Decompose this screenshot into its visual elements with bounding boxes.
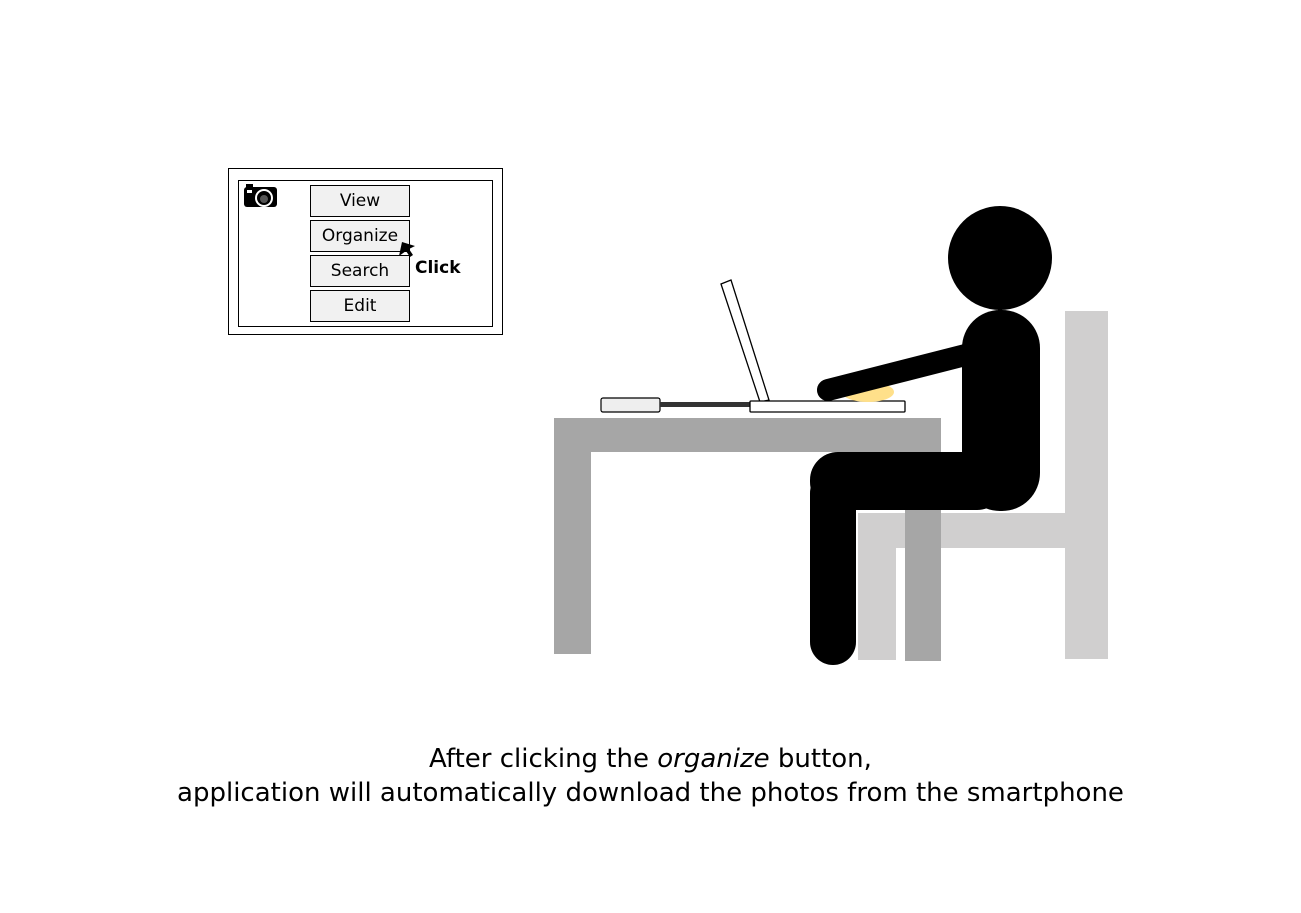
laptop	[720, 279, 906, 413]
caption-line-2: application will automatically download …	[177, 778, 1124, 808]
view-button[interactable]: View	[310, 185, 410, 217]
smartphone	[600, 397, 661, 413]
app-window-content: View Organize Search Edit	[238, 180, 493, 327]
caption: After clicking the organize button, appl…	[0, 742, 1301, 810]
person	[810, 206, 1052, 665]
chair	[858, 311, 1108, 660]
click-label: Click	[415, 258, 461, 278]
organize-button[interactable]: Organize	[310, 220, 410, 252]
mouse-cursor-icon	[399, 242, 415, 257]
usb-cable	[660, 402, 752, 407]
edit-button[interactable]: Edit	[310, 290, 410, 322]
search-button[interactable]: Search	[310, 255, 410, 287]
camera-icon	[244, 184, 277, 207]
app-window: View Organize Search Edit	[228, 168, 503, 335]
caption-emphasis: organize	[657, 744, 770, 774]
caption-line-1: After clicking the organize button,	[429, 744, 872, 774]
